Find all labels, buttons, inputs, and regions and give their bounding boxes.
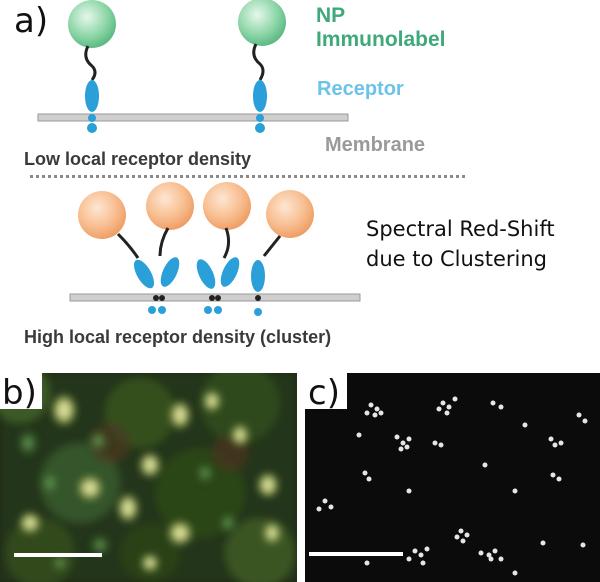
receptor-np-pair-2	[238, 0, 286, 133]
panel-b-letter: b)	[2, 373, 37, 413]
np-label-line-2: Immunolabel	[316, 28, 446, 51]
np-sphere-orange	[266, 190, 314, 238]
scale-bar	[309, 552, 403, 556]
shift-caption-line-1: Spectral Red-Shift	[366, 217, 555, 241]
receptor-label: Receptor	[317, 78, 404, 100]
np-immunolabel-label: NP Immunolabel	[316, 4, 446, 52]
receptor-body	[85, 80, 99, 112]
micrograph-b-image	[0, 373, 297, 582]
cluster	[78, 182, 314, 316]
membrane-top	[37, 113, 349, 122]
high-density-label: High local receptor density (cluster)	[24, 327, 332, 347]
receptor-body	[253, 80, 267, 112]
np-label-line-1: NP	[316, 4, 346, 27]
np-sphere-orange	[146, 182, 194, 230]
panel-a-diagram	[37, 0, 361, 316]
np-sphere-green	[238, 0, 286, 46]
divider-dotted	[30, 175, 465, 178]
scale-bar	[14, 553, 102, 557]
low-density-label: Low local receptor density	[24, 149, 252, 169]
panel-a-letter: a)	[14, 1, 49, 41]
panel-c-micrograph	[305, 373, 600, 582]
panel-c-letter: c)	[308, 373, 340, 413]
shift-caption-line-2: due to Clustering	[366, 247, 548, 271]
np-sphere-orange	[203, 182, 251, 230]
panel-b-letter-bg	[0, 373, 42, 409]
membrane-bottom	[69, 293, 361, 302]
particle-clusters	[316, 396, 588, 576]
panel-c-letter-bg	[305, 373, 347, 409]
np-sphere-orange	[78, 191, 126, 239]
micrograph-c-image	[305, 373, 600, 582]
panel-b-micrograph	[0, 373, 297, 582]
receptor-np-pair-1	[68, 0, 116, 133]
membrane-label: Membrane	[325, 134, 426, 156]
np-sphere-green	[68, 0, 116, 48]
spectral-shift-caption: Spectral Red-Shift due to Clustering	[366, 214, 555, 274]
